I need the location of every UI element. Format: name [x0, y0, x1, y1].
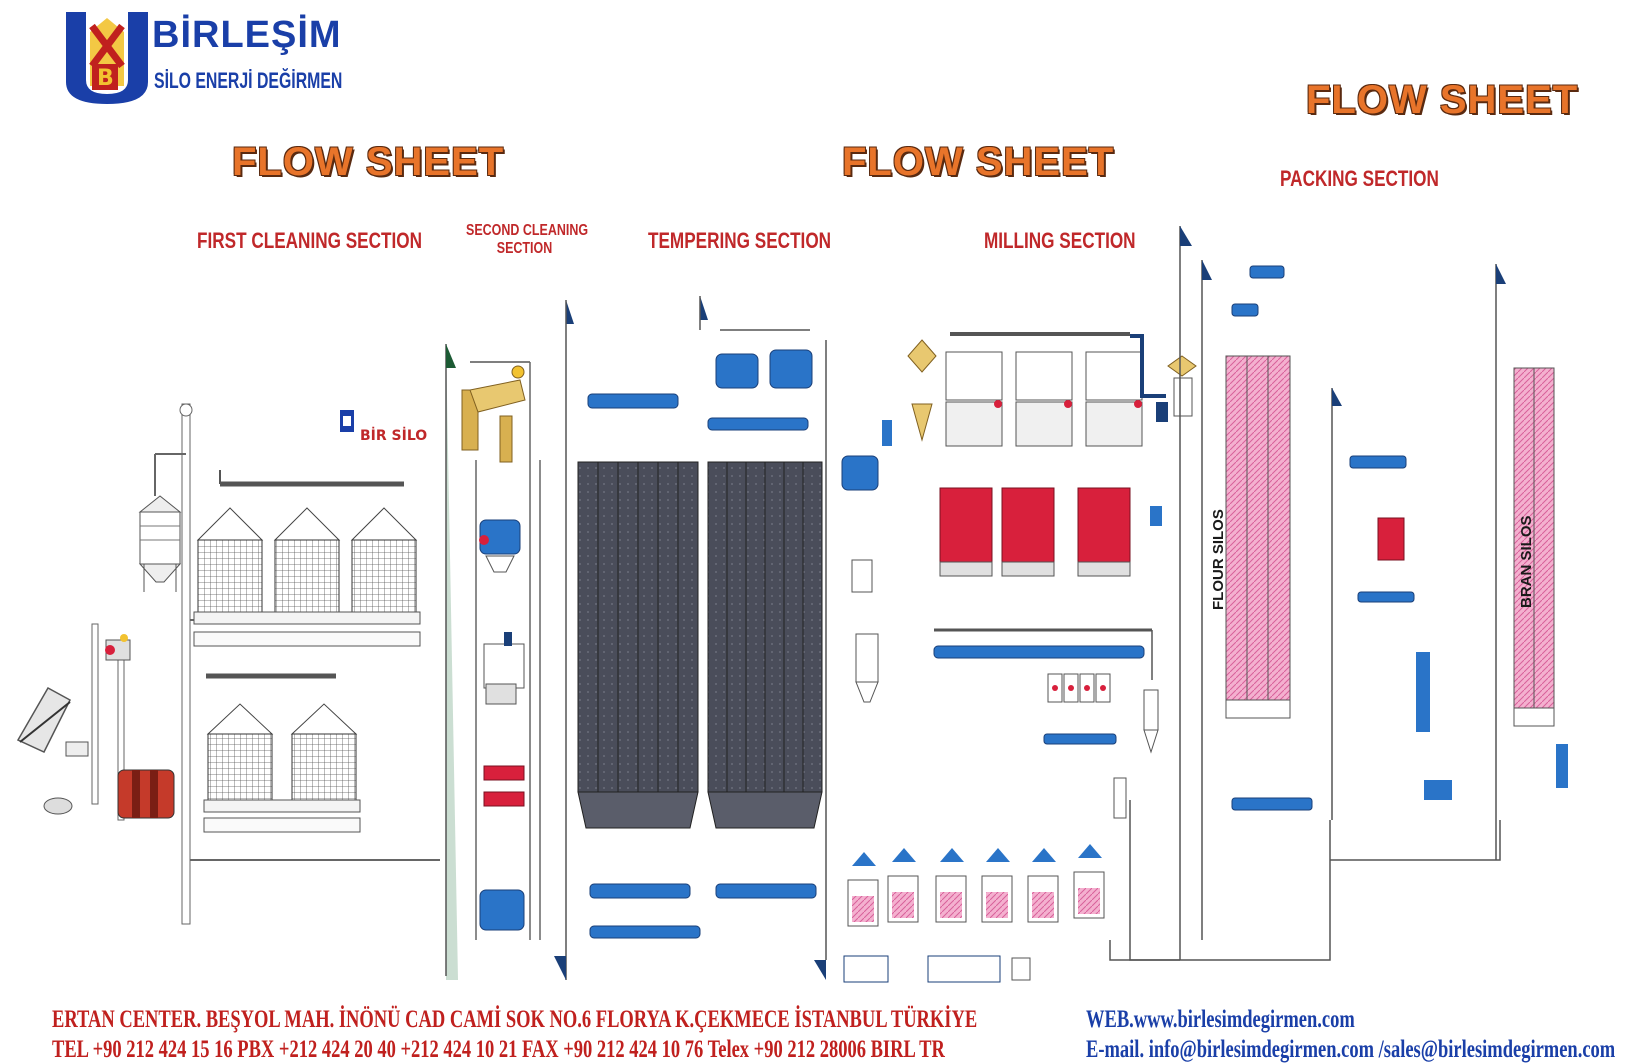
- dryer-icon: [117, 769, 175, 819]
- first-cleaning-section-label: FIRST CLEANING SECTION: [197, 228, 422, 253]
- flow-sheet-title-left: FLOW SHEET: [232, 140, 505, 184]
- second-cleaning-line1: SECOND CLEANING: [466, 222, 589, 239]
- first-cleaning-equipment: BİR SİLO: [16, 403, 440, 925]
- sorter-icon: [483, 643, 525, 689]
- tempering-section-label: TEMPERING SECTION: [648, 228, 832, 253]
- bran-finishers: [1047, 673, 1111, 703]
- footer-phones: TEL +90 212 424 15 16 PBX +212 424 20 40…: [52, 1036, 945, 1063]
- flour-silos: [1225, 355, 1291, 719]
- packing-equipment: [1109, 260, 1568, 961]
- packing-section-label: PACKING SECTION: [1280, 166, 1439, 191]
- flow-sheet-title-center: FLOW SHEET: [842, 140, 1115, 184]
- washer-icon: [483, 765, 525, 781]
- storage-silo-row-bottom: [203, 703, 361, 833]
- bran-silos-label: BRAN SILOS: [1518, 515, 1535, 608]
- footer-email-link[interactable]: E-mail. info@birlesimdegirmen.com /sales…: [1086, 1036, 1616, 1063]
- roller-mills: [945, 332, 1143, 447]
- bran-silos: [1495, 264, 1568, 860]
- dampener-icon: [479, 889, 525, 931]
- flour-silos-label: FLOUR SILOS: [1210, 509, 1227, 610]
- footer-address: ERTAN CENTER. BEŞYOL MAH. İNÖNÜ CAD CAMİ…: [52, 1006, 978, 1033]
- milling-equipment: [841, 226, 1197, 983]
- intermediate-bins: [847, 844, 1105, 927]
- company-logo: B BİRLEŞİM SİLO ENERJİ DEĞİRMEN: [62, 10, 342, 110]
- logo-subtitle: SİLO ENERJİ DEĞİRMEN: [154, 68, 343, 93]
- separator-icon: [461, 365, 526, 463]
- second-cleaning-equipment: [445, 344, 541, 980]
- small-silo-icon: [138, 495, 182, 592]
- second-cleaning-section-label: SECOND CLEANING SECTION: [466, 222, 589, 258]
- tempering-bins-left: [577, 461, 699, 829]
- logo-mark-letter: B: [97, 66, 114, 91]
- logo-mark-icon: B: [66, 12, 148, 104]
- logo-name: BİRLEŞİM: [152, 14, 342, 56]
- birsilo-brand-text: BİR SİLO: [360, 427, 427, 444]
- tempering-equipment: [554, 296, 827, 980]
- storage-silo-row-top: [193, 507, 421, 647]
- plansifters: [939, 487, 1131, 577]
- flow-sheet-title-right: FLOW SHEET: [1306, 78, 1579, 122]
- intake-conveyor-icon: [16, 686, 89, 815]
- second-cleaning-line2: SECTION: [496, 240, 553, 257]
- milling-section-label: MILLING SECTION: [984, 228, 1136, 253]
- footer-web-link[interactable]: WEB.www.birlesimdegirmen.com: [1086, 1006, 1355, 1033]
- tempering-bins-right: [707, 461, 823, 829]
